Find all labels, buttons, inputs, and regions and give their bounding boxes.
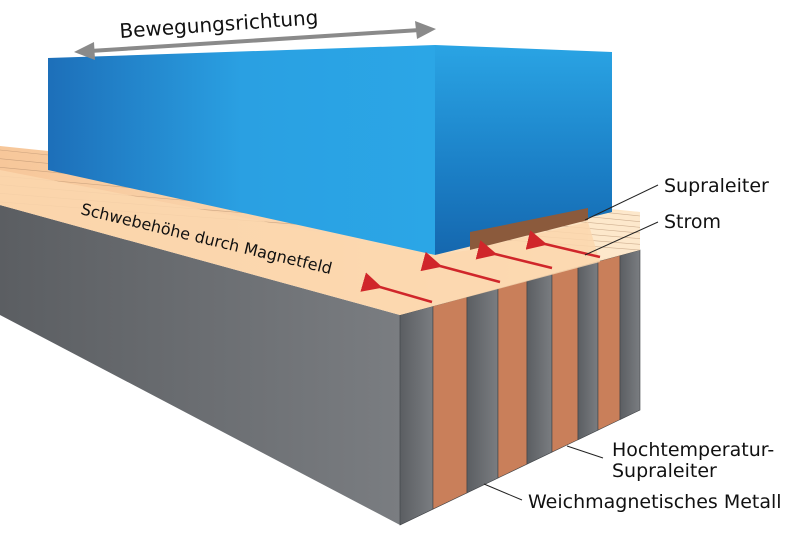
current-arrows xyxy=(360,230,601,304)
label-supraleiter: Supraleiter xyxy=(664,175,769,197)
metal-stripe xyxy=(619,249,641,421)
direction-arrow xyxy=(74,21,436,60)
current-arrow xyxy=(420,251,501,284)
vehicle-block-side xyxy=(435,45,612,255)
label-htsl-line1: Hochtemperatur- xyxy=(612,439,774,461)
current-arrow xyxy=(525,230,601,259)
track-front-face xyxy=(0,205,400,525)
arrow-left-head xyxy=(74,42,95,60)
label-htsl-line2: Supraleiter xyxy=(612,460,717,482)
metal-stripe xyxy=(526,273,553,465)
current-arrow xyxy=(475,240,553,270)
metal-stripe xyxy=(577,260,599,441)
superconductor-stripe xyxy=(432,296,468,510)
vehicle-block-front xyxy=(48,45,435,255)
leader-lines xyxy=(483,184,659,501)
levitation-layer-front xyxy=(0,170,600,315)
label-strom: Strom xyxy=(664,211,721,233)
metal-stripe xyxy=(399,305,434,526)
superconductor-strip xyxy=(470,208,588,250)
track-stripes xyxy=(399,249,641,526)
metal-stripe xyxy=(466,288,499,494)
superconductor-stripe xyxy=(597,254,621,431)
superconductor-stripe xyxy=(551,266,579,453)
superconductor-stripe xyxy=(497,280,528,479)
label-metal: Weichmagnetisches Metall xyxy=(528,491,782,513)
current-arrow xyxy=(360,272,433,304)
arrow-right-head xyxy=(415,21,436,39)
